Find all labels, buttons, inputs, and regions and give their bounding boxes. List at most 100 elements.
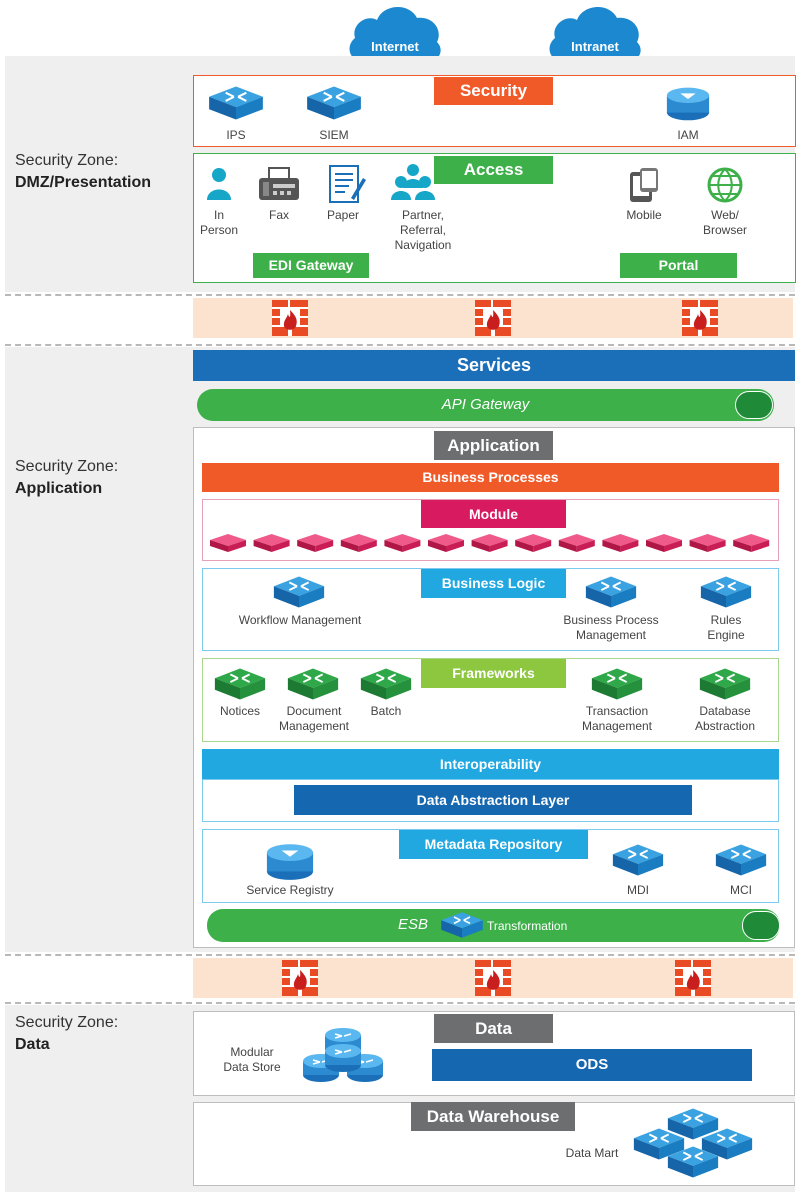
module-icon [602, 534, 639, 552]
access-header: Access [434, 156, 553, 184]
data-header: Data [434, 1014, 553, 1043]
web-browser-label: Web/ Browser [702, 208, 747, 237]
firewall-icon [673, 958, 713, 998]
module-icon [733, 534, 770, 552]
mci-icon [712, 840, 770, 880]
siem-label: SIEM [319, 128, 349, 142]
zone-prefix: Security Zone: [15, 152, 119, 169]
metadata-repository-header: Metadata Repository [399, 830, 588, 859]
fax-label: Fax [268, 208, 289, 222]
service-registry-icon [263, 840, 317, 882]
fax-icon [259, 167, 299, 200]
iam-label: IAM [677, 128, 699, 142]
ips-icon [205, 82, 267, 124]
firewall-icon [473, 958, 513, 998]
module-icon [515, 534, 552, 552]
zone-divider [5, 294, 795, 296]
rules-engine-icon [697, 572, 755, 612]
bpm-icon [582, 572, 640, 612]
esb-cap [742, 911, 780, 940]
internet-cloud-icon [345, 2, 445, 64]
database-abstraction-label: Database Abstraction [694, 704, 756, 733]
application-zone-label: Security Zone: Application [15, 456, 118, 500]
services-header: Services [193, 350, 795, 381]
module-icon [384, 534, 421, 552]
ips-label: IPS [226, 128, 246, 142]
firewall-icon [473, 298, 513, 338]
data-warehouse-header: Data Warehouse [411, 1102, 575, 1131]
service-registry-label: Service Registry [246, 883, 334, 897]
database-abstraction-icon [696, 664, 754, 704]
module-icon [428, 534, 464, 552]
esb-bar [207, 909, 780, 942]
transformation-label: Transformation [487, 919, 568, 933]
batch-icon [357, 664, 415, 704]
module-icon [646, 534, 682, 552]
modular-data-store-icon [302, 1027, 384, 1083]
module-icon [297, 534, 334, 552]
security-header: Security [434, 77, 553, 105]
transaction-management-label: Transaction Management [581, 704, 653, 733]
zone-name: Application [15, 480, 103, 497]
document-management-label: Document Management [278, 704, 350, 733]
mobile-label: Mobile [626, 208, 662, 222]
firewall-icon [270, 298, 310, 338]
modular-data-store-label: Modular Data Store [223, 1045, 281, 1074]
module-header: Module [421, 500, 566, 528]
zone-prefix: Security Zone: [15, 458, 119, 475]
transformation-icon [438, 909, 486, 941]
firewall-icon [680, 298, 720, 338]
dmz-zone-label: Security Zone: DMZ/Presentation [15, 150, 151, 194]
module-icon [210, 534, 246, 552]
web-browser-icon [707, 167, 743, 203]
in-person-icon [204, 166, 234, 202]
esb-label: ESB [397, 916, 428, 933]
zone-prefix: Security Zone: [15, 1014, 119, 1031]
rules-engine-label: Rules Engine [707, 613, 745, 642]
mobile-icon [630, 168, 658, 202]
mdi-icon [609, 840, 667, 880]
batch-label: Batch [370, 704, 402, 718]
paper-icon [329, 165, 366, 203]
document-management-icon [284, 664, 342, 704]
zone-divider [5, 954, 795, 956]
intranet-label: Intranet [571, 39, 619, 54]
interoperability-bar: Interoperability [202, 749, 779, 779]
notices-label: Notices [219, 704, 260, 718]
module-icon [471, 534, 508, 552]
mci-label: MCI [730, 883, 752, 897]
portal-button: Portal [620, 253, 737, 278]
firewall-icon [280, 958, 320, 998]
zone-name: DMZ/Presentation [15, 174, 152, 191]
module-icon [340, 534, 377, 552]
paper-label: Paper [326, 208, 360, 222]
zone-divider [5, 344, 795, 346]
zone-divider [5, 1002, 795, 1004]
frameworks-header: Frameworks [421, 659, 566, 688]
bpm-label: Business Process Management [563, 613, 659, 642]
data-mart-icon [632, 1107, 754, 1179]
mdi-label: MDI [627, 883, 649, 897]
iam-icon [664, 82, 712, 124]
partner-label: Partner, Referral, Navigation [394, 208, 452, 252]
notices-icon [211, 664, 269, 704]
module-icon [253, 534, 290, 552]
business-logic-header: Business Logic [421, 569, 566, 598]
workflow-management-icon [270, 572, 328, 612]
application-header: Application [434, 431, 553, 460]
business-processes-bar: Business Processes [202, 463, 779, 492]
ods-bar: ODS [432, 1049, 752, 1081]
edi-gateway-button: EDI Gateway [253, 253, 369, 278]
siem-icon [303, 82, 365, 124]
internet-label: Internet [371, 39, 419, 54]
intranet-cloud-icon [545, 2, 645, 64]
partner-icon [391, 164, 435, 200]
api-gateway-label: API Gateway [441, 396, 530, 413]
data-zone-label: Security Zone: Data [15, 1012, 118, 1056]
module-icon [558, 534, 595, 552]
workflow-management-label: Workflow Management [238, 613, 362, 627]
module-row [210, 534, 770, 552]
data-mart-label: Data Mart [565, 1146, 619, 1160]
in-person-label: In Person [199, 208, 239, 237]
zone-name: Data [15, 1036, 50, 1053]
